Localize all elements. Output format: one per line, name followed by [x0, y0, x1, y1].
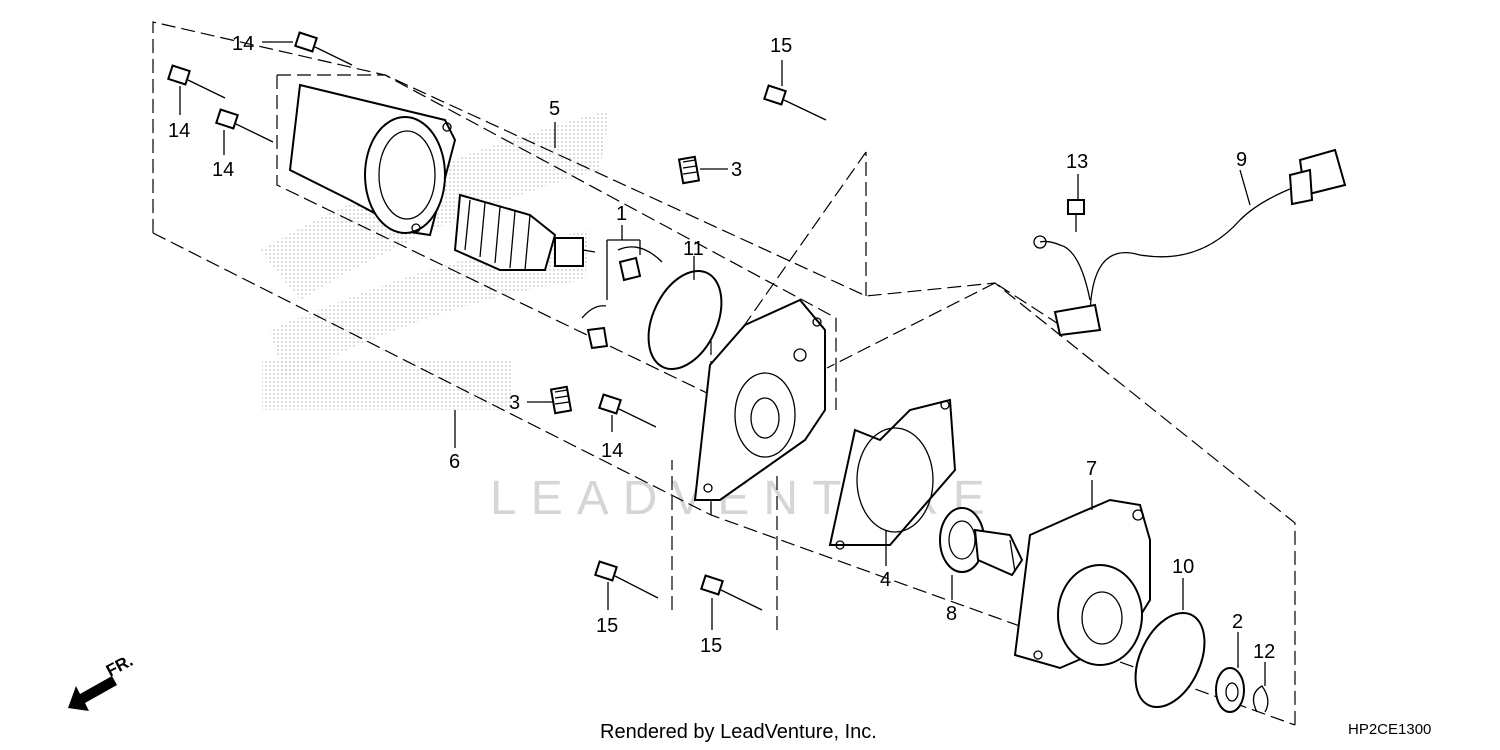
- callout-14-b: 14: [168, 120, 190, 142]
- circlip: [1252, 685, 1269, 713]
- leader-lines: [179, 41, 1266, 686]
- callout-15-a: 15: [770, 35, 792, 57]
- callout-9: 9: [1236, 149, 1247, 171]
- callout-8: 8: [946, 603, 957, 625]
- front-direction-arrow: FR.: [68, 651, 136, 711]
- callout-13: 13: [1066, 151, 1088, 173]
- brush-springs: [549, 155, 701, 415]
- direction-label: FR.: [103, 651, 136, 681]
- callout-2: 2: [1232, 611, 1243, 633]
- callouts: 14 14 14 15 5 3 1 11 3 14 6 13 9 4 8 7 1…: [168, 33, 1275, 663]
- callout-10: 10: [1172, 556, 1194, 578]
- callout-1: 1: [616, 203, 627, 225]
- callout-14-d: 14: [601, 440, 623, 462]
- gear: [939, 507, 1024, 577]
- bolts: [167, 31, 827, 611]
- armature: [453, 193, 596, 271]
- callout-6: 6: [449, 451, 460, 473]
- gear-cover: [1013, 498, 1151, 670]
- callout-4: 4: [880, 569, 891, 591]
- pinion-gear: [1215, 667, 1245, 713]
- callout-5: 5: [549, 98, 560, 120]
- callout-12: 12: [1253, 641, 1275, 663]
- callout-7: 7: [1086, 458, 1097, 480]
- motor-case: [288, 83, 457, 237]
- callout-11: 11: [683, 238, 704, 260]
- wire-harness: [1033, 148, 1347, 337]
- gasket: [828, 398, 957, 550]
- footer-credit: Rendered by LeadVenture, Inc.: [600, 721, 877, 743]
- callout-3-b: 3: [509, 392, 520, 414]
- callout-15-c: 15: [700, 635, 722, 657]
- callout-15-b: 15: [596, 615, 618, 637]
- callout-3-a: 3: [731, 159, 742, 181]
- callout-14-c: 14: [212, 159, 234, 181]
- brush-holder-housing: [693, 298, 826, 501]
- o-ring-10: [1134, 611, 1206, 709]
- o-ring-11: [647, 269, 723, 371]
- diagram-code: HP2CE1300: [1348, 721, 1431, 738]
- callout-14-a: 14: [232, 33, 254, 55]
